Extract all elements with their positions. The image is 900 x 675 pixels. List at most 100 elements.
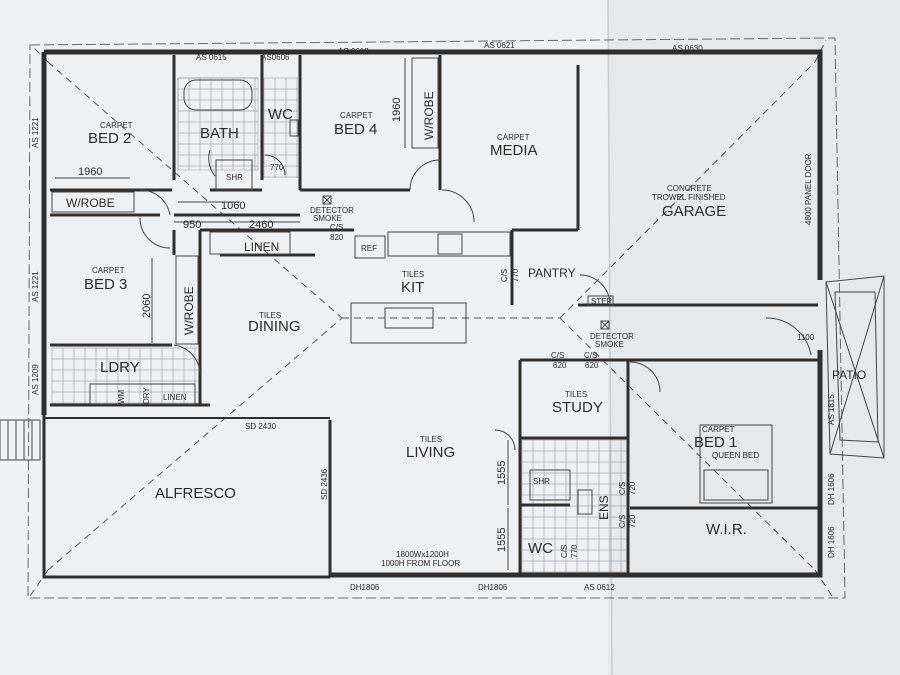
bed3-label: BED 3: [84, 276, 127, 293]
opening-as0618: AS 0618: [338, 47, 369, 56]
paper-sheet-left: [0, 0, 608, 675]
bed1-floor: CARPET: [702, 425, 735, 434]
opening-sd2436: SD 2436: [320, 468, 329, 500]
interior-details: [0, 57, 885, 570]
opening-as0606: AS0606: [261, 53, 290, 62]
opening-dh1606-b: DH 1606: [827, 526, 836, 558]
shr-ens-label: SHR: [533, 477, 550, 486]
kit-label: KIT: [401, 279, 424, 296]
dim-2460: 2460: [249, 219, 273, 231]
ldry-label: LDRY: [100, 359, 140, 376]
opening-labels: AS 0615 AS0606 AS 0618 AS 0621 AS 0630 A…: [31, 41, 836, 592]
garage-floor-2: TROWEL FINISHED: [652, 193, 726, 202]
cs-620-a-value: 620: [553, 361, 567, 370]
dining-floor: TILES: [259, 311, 281, 320]
media-label: MEDIA: [490, 142, 538, 159]
opening-as0630: AS 0630: [672, 44, 703, 53]
cs-770-b: C/S: [560, 545, 569, 558]
fixture-labels: REF STEP DETECTOR SMOKE DETECTOR SMOKE: [310, 206, 634, 349]
bath-label: BATH: [200, 125, 239, 142]
dim-2060: 2060: [141, 294, 153, 318]
cs-770: C/S: [500, 269, 509, 282]
ldry-wm-label: WM: [117, 389, 126, 404]
bed3-floor: CARPET: [92, 266, 125, 275]
opening-as1209: AS 1209: [31, 364, 40, 395]
wrobe-top-label: W/ROBE: [66, 196, 115, 210]
living-label: LIVING: [406, 444, 455, 461]
garage-label: GARAGE: [662, 203, 726, 220]
ldry-linen-label: LINEN: [163, 393, 187, 402]
queen-bed-label: QUEEN BED: [712, 451, 759, 460]
garage-floor-1: CONCRETE: [667, 184, 712, 193]
cs-820-value: 820: [330, 233, 344, 242]
smoke-detector-symbols: [322, 195, 610, 330]
shr-bath-label: SHR: [226, 173, 243, 182]
wrobe-bed4-label: W/ROBE: [422, 91, 436, 140]
dim-1960-b: 1960: [391, 98, 403, 122]
cs-620-b: C/S: [584, 351, 597, 360]
opening-dh1806-b: DH1806: [478, 583, 508, 592]
smoke-label-2: SMOKE: [595, 340, 624, 349]
ens-label: ENS: [597, 495, 611, 520]
opening-panel-door: 4800 PANEL DOOR: [804, 153, 813, 225]
alfresco-label: ALFRESCO: [155, 485, 236, 502]
opening-as1221-b: AS 1221: [31, 271, 40, 302]
dim-950: 950: [183, 219, 201, 231]
dim-1100: 1100: [797, 333, 815, 342]
cs-620-b-value: 620: [585, 361, 599, 370]
dimension-labels: 1960 1960 1060 950 2460 2060 1555 1555 1…: [78, 98, 815, 568]
cs-720-a: C/S: [618, 482, 627, 495]
wc-label-2: WC: [528, 540, 553, 557]
bed2-floor: CARPET: [100, 121, 133, 130]
cs-720-b-value: 720: [628, 514, 637, 528]
bed2-label: BED 2: [88, 130, 131, 147]
media-floor: CARPET: [497, 133, 530, 142]
opening-as1221-a: AS 1221: [31, 117, 40, 148]
cs-820: C/S: [330, 223, 343, 232]
opening-as0612: AS 0612: [584, 583, 615, 592]
wir-label: W.I.R.: [706, 521, 747, 538]
cs-770-value: 770: [511, 268, 520, 282]
opening-sd2430: SD 2430: [245, 422, 277, 431]
wrobe-bed3-label: W/ROBE: [182, 286, 196, 335]
window-spec-1: 1800Wx1200H: [396, 550, 449, 559]
opening-as0621: AS 0621: [484, 41, 515, 50]
dim-770-a: 770: [270, 163, 284, 172]
living-floor: TILES: [420, 435, 442, 444]
ref-label: REF: [361, 244, 377, 253]
ldry-dry-label: DRY: [142, 387, 151, 404]
bed1-label: BED 1: [694, 434, 737, 451]
opening-dh1806-a: DH1806: [350, 583, 380, 592]
cs-770-b-value: 770: [570, 544, 579, 558]
roof-outline: [27, 37, 846, 599]
interior-walls: [50, 55, 818, 575]
dim-1555-a: 1555: [496, 461, 508, 485]
room-labels: CARPET BED 2 BATH WC SHR CARPET BED 4 W/…: [66, 91, 866, 557]
dim-1555-b: 1555: [496, 528, 508, 552]
opening-dh1606-a: DH 1606: [827, 473, 836, 505]
detector-label-2: DETECTOR: [590, 332, 634, 341]
linen-label: LINEN: [244, 240, 279, 254]
paper-sheet-right: [608, 0, 900, 675]
opening-as1815: AS 1815: [827, 394, 836, 425]
study-label: STUDY: [552, 399, 603, 416]
detector-label-1: DETECTOR: [310, 206, 354, 215]
bed4-floor: CARPET: [340, 111, 373, 120]
dim-1960-a: 1960: [78, 166, 102, 178]
step-label: STEP: [591, 297, 612, 306]
exterior-walls: [41, 49, 823, 579]
study-floor: TILES: [565, 390, 587, 399]
dining-label: DINING: [248, 318, 301, 335]
cs-720-a-value: 720: [628, 481, 637, 495]
window-spec-2: 1000H FROM FLOOR: [381, 559, 460, 568]
cs-620-a: C/S: [551, 351, 564, 360]
cs-720-b: C/S: [618, 515, 627, 528]
opening-as0615: AS 0615: [196, 53, 227, 62]
kit-floor: TILES: [402, 270, 424, 279]
paper-fold: [607, 0, 613, 675]
smoke-label-1: SMOKE: [313, 214, 342, 223]
pantry-label: PANTRY: [528, 266, 576, 280]
dim-1060: 1060: [221, 200, 245, 212]
wc-label-1: WC: [268, 106, 293, 123]
